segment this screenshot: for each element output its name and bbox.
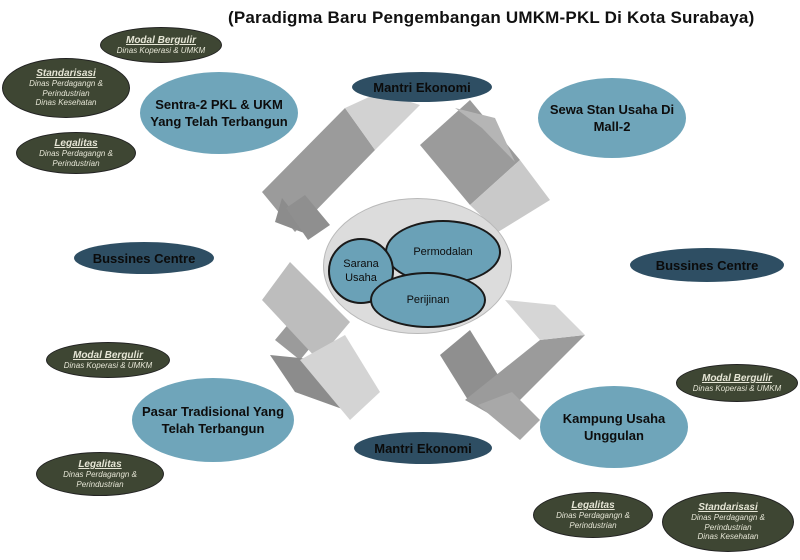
arrow-top-right-head bbox=[455, 108, 515, 162]
node-mantri-ekonomi-top: Mantri Ekonomi bbox=[352, 72, 492, 102]
oval-modal-bergulir-top-left: Modal Bergulir Dinas Koperasi & UMKM bbox=[100, 27, 222, 63]
arrow-top-right-inner bbox=[470, 160, 550, 232]
oval-line: Dinas Perdagangn & bbox=[39, 149, 113, 158]
mantri-top-label: Mantri Ekonomi bbox=[373, 79, 471, 95]
bussines-left-label: Bussines Centre bbox=[92, 250, 196, 266]
bussines-right-label: Bussines Centre bbox=[655, 257, 759, 273]
oval-title: Legalitas bbox=[54, 138, 98, 149]
arrow-bottom-right bbox=[440, 330, 498, 400]
node-pasar-tradisional: Pasar Tradisional Yang Telah Terbangun bbox=[132, 378, 294, 462]
center-perijinan: Perijinan bbox=[370, 272, 486, 328]
oval-line: Dinas Perdagangn & bbox=[29, 79, 103, 89]
oval-modal-bergulir-bottom-left: Modal Bergulir Dinas Koperasi & UMKM bbox=[46, 342, 170, 378]
usaha-label: Usaha bbox=[345, 272, 377, 284]
arrow-top-right bbox=[420, 100, 520, 205]
oval-line: Perindustrian bbox=[76, 479, 124, 489]
node-sentra-line1: Sentra-2 PKL & UKM bbox=[155, 97, 283, 112]
node-kampung-usaha: Kampung Usaha Unggulan bbox=[540, 386, 688, 468]
arrow-bottom-left-tail bbox=[270, 355, 345, 410]
node-sewa-line2: Mall-2 bbox=[593, 119, 631, 134]
oval-legalitas-bottom-left: Legalitas Dinas Perdagangn & Perindustri… bbox=[36, 452, 164, 496]
oval-title: Modal Bergulir bbox=[701, 372, 772, 384]
arrow-bottom-left-fade bbox=[300, 335, 380, 420]
oval-modal-bergulir-bottom-right: Modal Bergulir Dinas Koperasi & UMKM bbox=[676, 364, 798, 402]
oval-title: Modal Bergulir bbox=[72, 349, 143, 361]
oval-line: Dinas Koperasi & UMKM bbox=[116, 45, 206, 55]
sarana-label: Sarana bbox=[343, 258, 379, 270]
oval-line: Dinas Perdagangn & bbox=[63, 470, 137, 479]
node-sewa-line1: Sewa Stan Usaha Di bbox=[549, 102, 675, 117]
oval-title: Standarisasi bbox=[36, 68, 96, 80]
arrow-bottom-right-tail bbox=[478, 392, 540, 440]
oval-line: Perindustrian bbox=[569, 520, 617, 530]
node-pasar-line1: Pasar Tradisional Yang bbox=[141, 404, 285, 419]
oval-line: Dinas Perdagangn & bbox=[691, 513, 765, 523]
arrow-bottom-left-head bbox=[262, 262, 350, 360]
arrow-top-left-fade bbox=[345, 92, 420, 150]
center-sarana-usaha: Sarana Usaha bbox=[328, 238, 394, 304]
oval-line: Dinas Perdagangn & bbox=[556, 511, 630, 520]
oval-standarisasi-bottom-right: Standarisasi Dinas Perdagangn & Perindus… bbox=[662, 492, 794, 552]
node-sentra-pkl-ukm: Sentra-2 PKL & UKM Yang Telah Terbangun bbox=[140, 72, 298, 154]
arrow-bottom-right-fade bbox=[505, 300, 585, 340]
node-bussines-centre-left: Bussines Centre bbox=[74, 242, 214, 274]
oval-line: Dinas Kesehatan bbox=[35, 98, 97, 108]
mantri-bottom-label: Mantri Ekonomi bbox=[374, 440, 472, 456]
oval-legalitas-top-left: Legalitas Dinas Perdagangn & Perindustri… bbox=[16, 132, 136, 174]
node-sentra-line2: Yang Telah Terbangun bbox=[150, 114, 288, 129]
oval-title: Modal Bergulir bbox=[125, 34, 196, 46]
node-sewa-stan-mall: Sewa Stan Usaha Di Mall-2 bbox=[538, 78, 686, 158]
oval-line: Dinas Koperasi & UMKM bbox=[692, 383, 782, 393]
arrow-top-left-inner bbox=[286, 195, 330, 240]
diagram-title: (Paradigma Baru Pengembangan UMKM-PKL Di… bbox=[228, 8, 755, 27]
oval-line: Dinas Koperasi & UMKM bbox=[63, 360, 153, 370]
node-mantri-ekonomi-bottom: Mantri Ekonomi bbox=[354, 432, 492, 464]
oval-standarisasi-top-left: Standarisasi Dinas Perdagangn & Perindus… bbox=[2, 58, 130, 118]
node-bussines-centre-right: Bussines Centre bbox=[630, 248, 784, 282]
arrow-top-left bbox=[262, 108, 375, 232]
oval-line: Dinas Kesehatan bbox=[697, 532, 759, 542]
oval-line: Perindustrian bbox=[704, 522, 752, 532]
node-pasar-line2: Telah Terbangun bbox=[161, 421, 265, 436]
permodalan-label: Permodalan bbox=[413, 246, 473, 258]
oval-line: Perindustrian bbox=[52, 158, 100, 168]
oval-title: Legalitas bbox=[78, 459, 122, 470]
node-kampung-line2: Unggulan bbox=[584, 428, 644, 443]
perijinan-label: Perijinan bbox=[406, 294, 450, 306]
oval-title: Standarisasi bbox=[698, 502, 758, 514]
oval-legalitas-bottom-right: Legalitas Dinas Perdagangn & Perindustri… bbox=[533, 492, 653, 538]
oval-title: Legalitas bbox=[571, 500, 615, 511]
oval-line: Perindustrian bbox=[42, 88, 90, 98]
node-kampung-line1: Kampung Usaha bbox=[562, 411, 666, 426]
